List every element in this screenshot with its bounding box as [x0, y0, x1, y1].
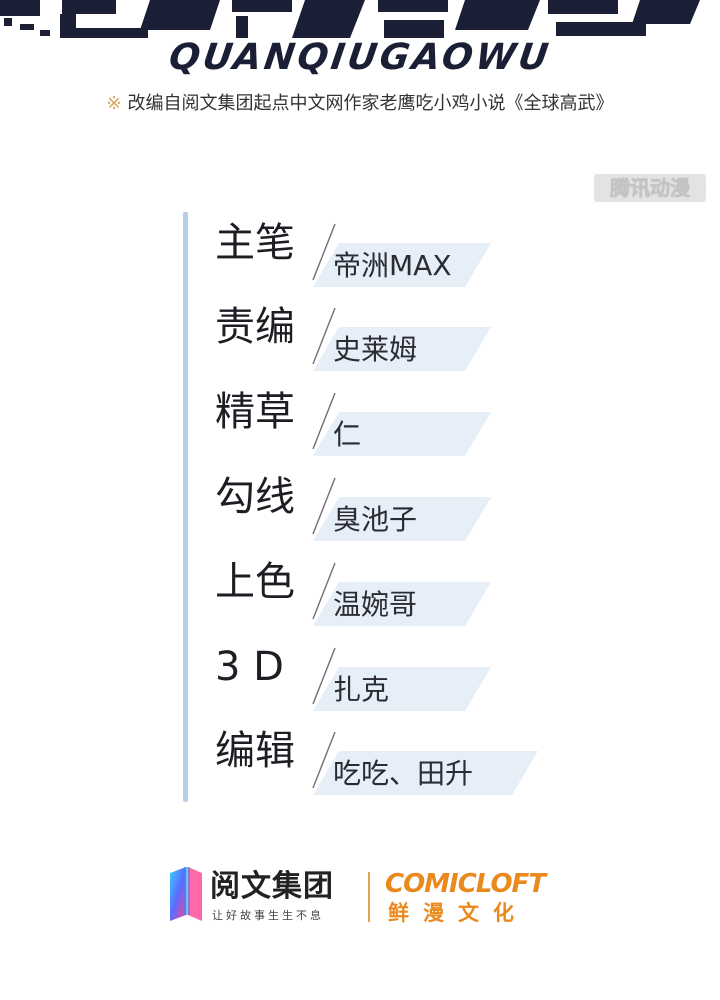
- credits-list: 主笔 帝洲MAX 责编 史莱姆 精草 仁 勾线 臭池子 上色 温婉哥 3 D 扎…: [183, 212, 603, 802]
- credit-name: 吃吃、田升: [333, 757, 474, 790]
- credit-row: 责编 史莱姆: [183, 296, 603, 380]
- credit-row: 编辑 吃吃、田升: [183, 720, 603, 804]
- adaptation-note-text: 改编自阅文集团起点中文网作家老鹰吃小鸡小说《全球高武》: [127, 93, 614, 114]
- comicloft-logo-text: COMICLOFT: [385, 869, 546, 899]
- slash-divider: [312, 392, 336, 450]
- slash-divider: [312, 731, 336, 789]
- credit-row: 勾线 臭池子: [183, 466, 603, 550]
- slash-divider: [312, 647, 336, 705]
- credit-name: 温婉哥: [333, 588, 418, 621]
- adaptation-note: ※改编自阅文集团起点中文网作家老鹰吃小鸡小说《全球高武》: [0, 91, 720, 117]
- credit-name: 史莱姆: [333, 333, 418, 366]
- credit-role: 精草: [215, 389, 295, 435]
- name-plate: [313, 243, 491, 287]
- credit-name: 臭池子: [333, 503, 418, 536]
- credit-row: 3 D 扎克: [183, 636, 603, 720]
- slash-divider: [312, 307, 336, 365]
- credit-role: 编辑: [215, 728, 295, 774]
- footer-divider: [368, 872, 370, 922]
- yuewen-logo-icon: [170, 867, 202, 921]
- name-plate: [313, 751, 538, 795]
- footer-logos: 阅文集团 让好故事生生不息 COMICLOFT 鲜漫文化: [0, 860, 720, 940]
- svg-text:腾讯动漫: 腾讯动漫: [610, 176, 691, 200]
- credit-name: 帝洲MAX: [333, 249, 452, 282]
- name-plate: [313, 667, 491, 711]
- name-plate: [313, 497, 491, 541]
- title-pinyin: QUANQIUGAOWU: [166, 37, 554, 78]
- slash-divider: [312, 223, 336, 281]
- credit-row: 主笔 帝洲MAX: [183, 212, 603, 296]
- reference-mark-icon: ※: [106, 93, 122, 114]
- credit-role: 3 D: [215, 644, 284, 690]
- credit-role: 责编: [215, 304, 295, 350]
- slash-divider: [312, 477, 336, 535]
- credit-role: 主笔: [215, 220, 295, 266]
- credit-role: 勾线: [215, 474, 295, 520]
- comicloft-cn-text: 鲜漫文化: [388, 901, 528, 925]
- credit-name: 扎克: [333, 673, 390, 706]
- credit-row: 上色 温婉哥: [183, 551, 603, 635]
- credit-role: 上色: [215, 559, 295, 605]
- name-plate: [313, 412, 491, 456]
- credits-accent-bar: [183, 212, 188, 802]
- tencent-comics-watermark: 腾讯动漫: [594, 172, 706, 204]
- name-plate: [313, 582, 491, 626]
- credit-row: 精草 仁: [183, 381, 603, 465]
- name-plate: [313, 327, 491, 371]
- yuewen-slogan: 让好故事生生不息: [212, 909, 324, 922]
- yuewen-logo-text: 阅文集团: [210, 869, 334, 904]
- slash-divider: [312, 562, 336, 620]
- credit-name: 仁: [333, 418, 362, 451]
- title-logo-art: [0, 0, 720, 40]
